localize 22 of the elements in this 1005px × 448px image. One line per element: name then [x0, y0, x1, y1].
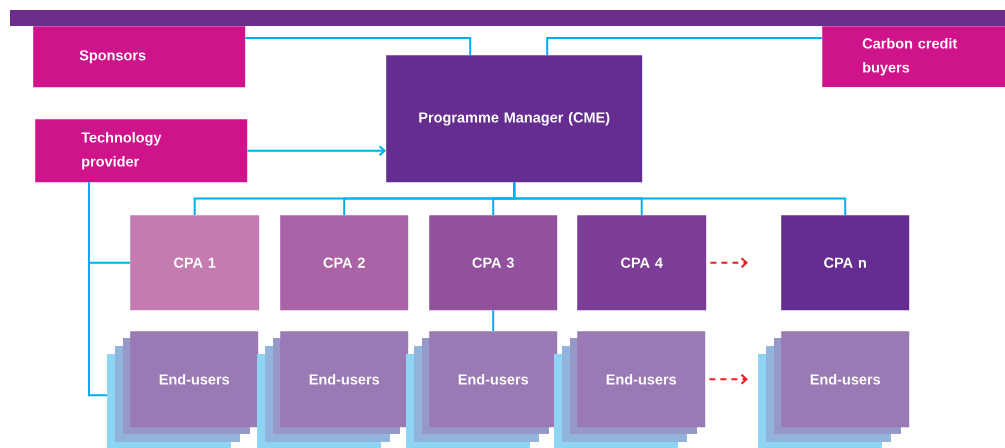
programme-box: CPA 4 — [577, 215, 707, 311]
programme-box: CPA 2 — [280, 215, 409, 311]
programme-box: CPA 3 — [429, 215, 558, 311]
arrow — [246, 145, 386, 157]
stakeholder-box: Carbon credit buyers — [822, 26, 1005, 88]
connector — [513, 181, 847, 216]
programme-box: CPA n — [781, 215, 910, 311]
stacked-cards: End-users — [406, 331, 558, 448]
programme-box: CPA 1 — [130, 215, 260, 311]
arrow — [708, 373, 748, 385]
stakeholder-box: Sponsors — [33, 26, 246, 88]
connector — [88, 181, 108, 397]
stacked-cards: End-users — [257, 331, 409, 448]
connector — [244, 37, 472, 56]
stacked-cards: End-users — [107, 331, 259, 448]
connector — [546, 37, 823, 56]
arrow — [709, 257, 748, 269]
stakeholder-box: Technology provider — [35, 119, 248, 183]
manager-box: Programme Manager (CME) — [386, 55, 643, 183]
stacked-cards: End-users — [758, 331, 910, 448]
stacked-cards: End-users — [554, 331, 706, 448]
connector — [492, 309, 495, 332]
